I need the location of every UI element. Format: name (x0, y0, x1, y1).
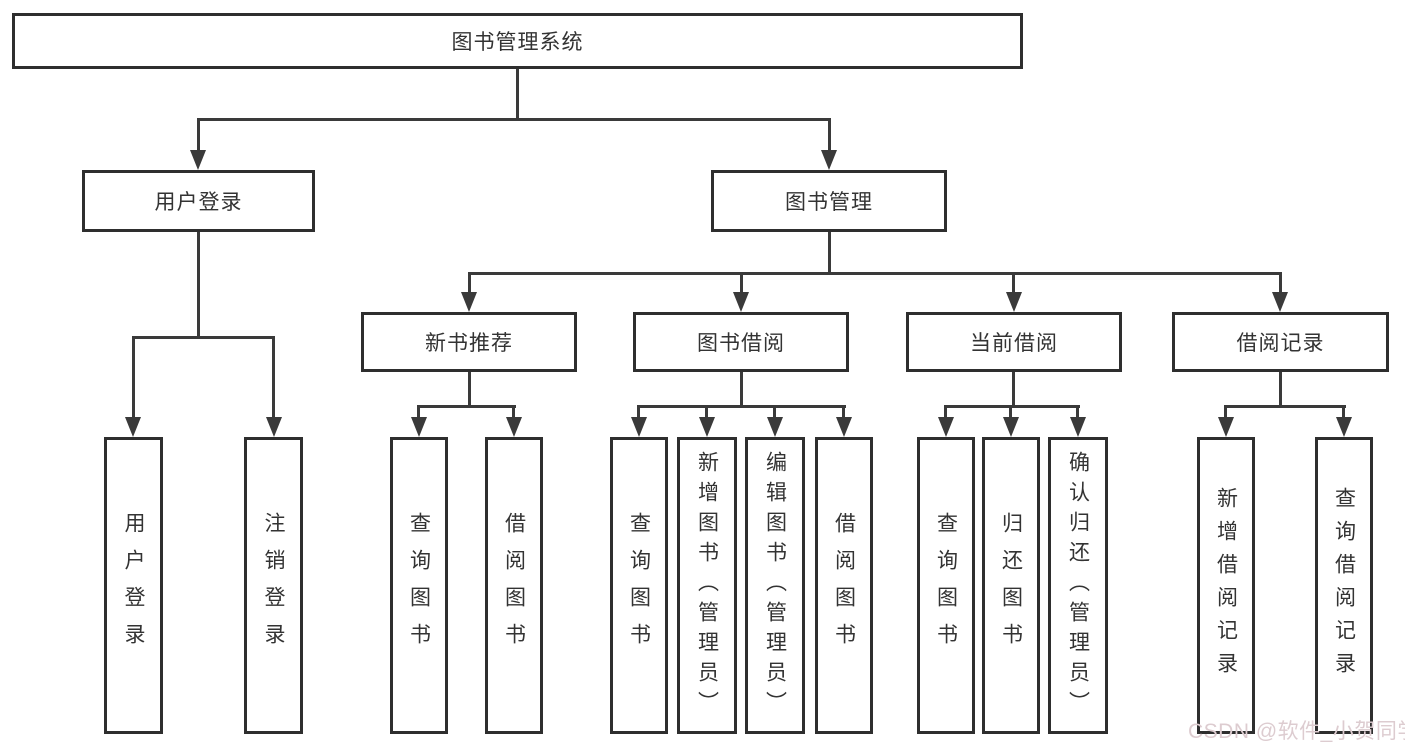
leaf-label: 确认归还（管理员） (1066, 450, 1090, 721)
connector-book-drop (828, 118, 831, 154)
arrowhead-r2 (1336, 417, 1352, 437)
leaf-label: 查询图书 (407, 511, 431, 660)
connector-book-stub (828, 232, 831, 272)
connector-level2-bar (197, 118, 831, 121)
connector-r1-drop (1224, 405, 1227, 419)
arrowhead-u1 (125, 417, 141, 437)
arrowhead-b3 (767, 417, 783, 437)
leaf-add-books-admin: 新增图书（管理员） (677, 437, 737, 734)
connector-c2-drop (1009, 405, 1012, 419)
csdn-watermark: CSDN @软件_小贺同学 (1188, 720, 1405, 743)
leaf-label: 新增借阅记录 (1214, 486, 1238, 685)
connector-b3-drop (773, 405, 776, 419)
arrowhead-book (821, 150, 837, 170)
node-current-borrowing: 当前借阅 (906, 312, 1122, 372)
leaf-query-borrow-record: 查询借阅记录 (1315, 437, 1373, 734)
node-label: 图书管理系统 (451, 31, 584, 54)
connector-r2-drop (1342, 405, 1345, 419)
connector-c3-drop (1076, 405, 1079, 419)
connector-newrec-drop (468, 272, 471, 294)
connector-user-children-bar (132, 336, 275, 339)
leaf-query-books-current: 查询图书 (917, 437, 975, 734)
node-label: 借阅记录 (1236, 332, 1325, 355)
connector-records-drop (1279, 272, 1282, 294)
node-label: 用户登录 (154, 191, 243, 214)
connector-current-stub (1012, 372, 1015, 405)
arrowhead-c2 (1003, 417, 1019, 437)
leaf-borrow-books-recommend: 借阅图书 (485, 437, 543, 734)
connector-newrec-stub (468, 372, 471, 405)
connector-borrow-stub (740, 372, 743, 405)
leaf-label: 归还图书 (999, 511, 1023, 660)
connector-c1-drop (944, 405, 947, 419)
connector-current-children-bar (944, 405, 1080, 408)
node-label: 新书推荐 (425, 332, 513, 355)
connector-b4-drop (842, 405, 845, 419)
leaf-user-login: 用户登录 (104, 437, 163, 734)
leaf-borrow-books: 借阅图书 (815, 437, 873, 734)
connector-records-stub (1279, 372, 1282, 405)
node-book-borrowing: 图书借阅 (633, 312, 849, 372)
arrowhead-r1 (1218, 417, 1234, 437)
leaf-label: 借阅图书 (502, 511, 526, 660)
node-label: 图书管理 (785, 191, 873, 214)
leaf-label: 编辑图书（管理员） (763, 450, 787, 721)
leaf-add-borrow-record: 新增借阅记录 (1197, 437, 1255, 734)
leaf-label: 用户登录 (122, 511, 145, 660)
node-borrow-records: 借阅记录 (1172, 312, 1389, 372)
leaf-return-books: 归还图书 (982, 437, 1040, 734)
leaf-label: 新增图书（管理员） (695, 450, 719, 721)
arrowhead-b1 (631, 417, 647, 437)
node-system-root: 图书管理系统 (12, 13, 1023, 69)
connector-current-drop (1012, 272, 1015, 294)
arrowhead-c1 (938, 417, 954, 437)
arrowhead-u2 (266, 417, 282, 437)
arrowhead-b2 (699, 417, 715, 437)
leaf-query-books-recommend: 查询图书 (390, 437, 448, 734)
leaf-edit-books-admin: 编辑图书（管理员） (745, 437, 805, 734)
node-label: 当前借阅 (970, 332, 1058, 355)
connector-n2-drop (512, 405, 515, 419)
connector-newrec-children-bar (417, 405, 516, 408)
arrowhead-n2 (506, 417, 522, 437)
arrowhead-borrow (733, 292, 749, 312)
connector-u1-drop (132, 336, 135, 419)
connector-borrow-drop (740, 272, 743, 294)
arrowhead-user (190, 150, 206, 170)
leaf-label: 借阅图书 (832, 511, 856, 660)
leaf-query-books-borrow: 查询图书 (610, 437, 668, 734)
connector-records-children-bar (1224, 405, 1346, 408)
node-label: 图书借阅 (697, 332, 785, 355)
node-user-login: 用户登录 (82, 170, 315, 232)
arrowhead-b4 (836, 417, 852, 437)
arrowhead-current (1006, 292, 1022, 312)
connector-b2-drop (705, 405, 708, 419)
connector-user-stub (197, 232, 200, 336)
arrowhead-records (1272, 292, 1288, 312)
connector-level3-bar (468, 272, 1282, 275)
leaf-label: 查询借阅记录 (1332, 486, 1356, 685)
leaf-confirm-return-admin: 确认归还（管理员） (1048, 437, 1108, 734)
connector-n1-drop (417, 405, 420, 419)
leaf-label: 注销登录 (262, 511, 285, 660)
node-new-book-recommend: 新书推荐 (361, 312, 577, 372)
connector-borrow-children-bar (637, 405, 846, 408)
arrowhead-newrec (461, 292, 477, 312)
arrowhead-n1 (411, 417, 427, 437)
leaf-label: 查询图书 (627, 511, 651, 660)
node-book-management: 图书管理 (711, 170, 947, 232)
connector-root-stem (516, 69, 519, 118)
arrowhead-c3 (1070, 417, 1086, 437)
connector-b1-drop (637, 405, 640, 419)
leaf-label: 查询图书 (934, 511, 958, 660)
connector-user-drop (197, 118, 200, 154)
connector-u2-drop (272, 336, 275, 419)
leaf-logout: 注销登录 (244, 437, 303, 734)
